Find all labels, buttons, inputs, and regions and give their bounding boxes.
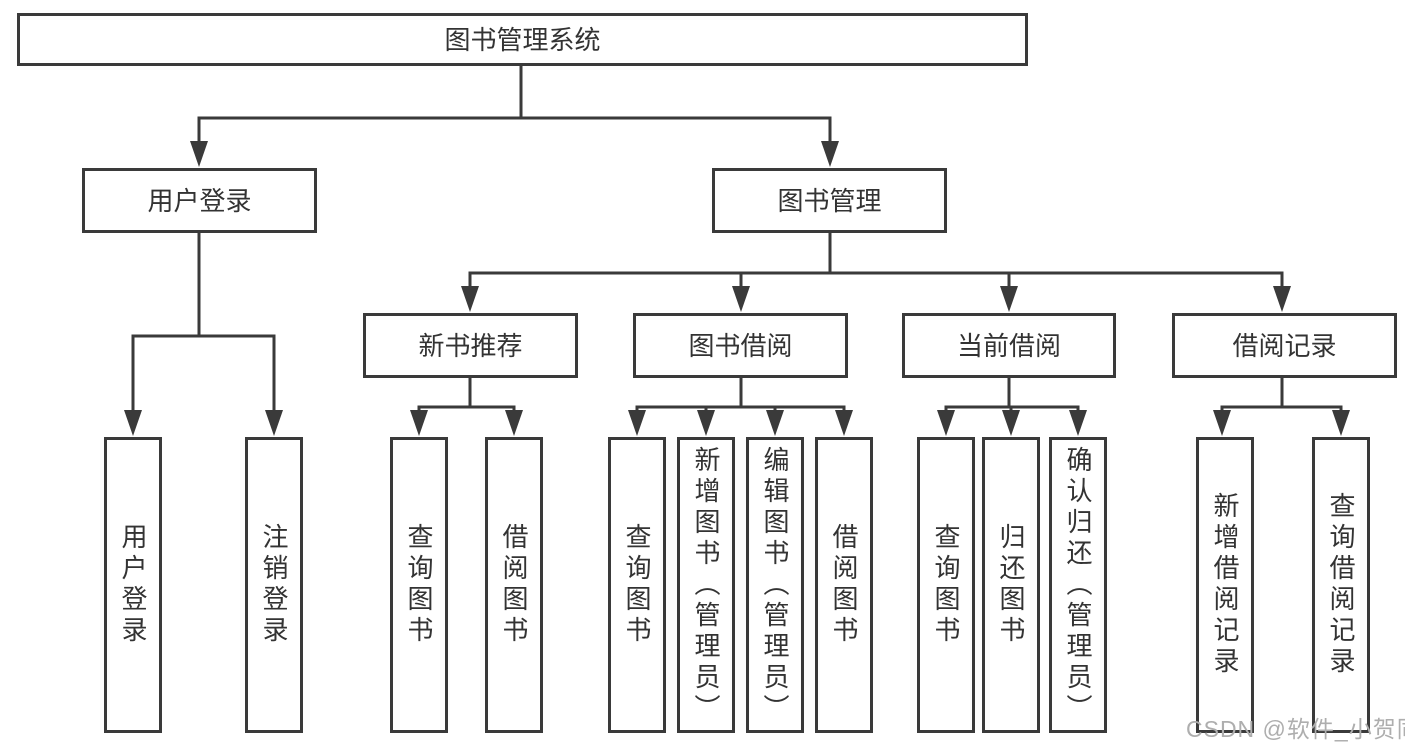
arrowhead-icon	[505, 410, 523, 436]
edge-new-book-rec-to-leaves	[410, 378, 523, 436]
arrowhead-icon	[190, 141, 208, 167]
arrowhead-icon	[265, 410, 283, 436]
arrowhead-icon	[937, 410, 955, 436]
arrowhead-icon	[1000, 286, 1018, 312]
arrowhead-icon	[821, 141, 839, 167]
leaf-label: 编辑图书（管理员）	[760, 445, 790, 725]
leaf-label: 新增借阅记录	[1210, 492, 1240, 678]
node-library-management-system: 图书管理系统	[17, 13, 1028, 66]
node-new-book-recommendation: 新书推荐	[363, 313, 578, 378]
node-leaf-add-book-admin: 新增图书（管理员）	[677, 437, 735, 733]
leaf-label: 新增图书（管理员）	[691, 445, 721, 725]
edge-user-login-to-leaves	[124, 233, 283, 436]
leaf-label: 查询图书	[622, 523, 652, 647]
node-leaf-query-book-current: 查询图书	[917, 437, 975, 733]
node-leaf-confirm-return-admin: 确认归还（管理员）	[1049, 437, 1107, 733]
node-leaf-edit-book-admin: 编辑图书（管理员）	[746, 437, 804, 733]
leaf-label: 注销登录	[259, 523, 289, 647]
watermark: CSDN @软件_小贺同学	[1186, 716, 1405, 742]
leaf-label: 归还图书	[996, 523, 1026, 647]
node-leaf-user-login: 用户登录	[104, 437, 162, 733]
arrowhead-icon	[835, 410, 853, 436]
node-user-login: 用户登录	[82, 168, 317, 233]
arrowhead-icon	[461, 286, 479, 312]
node-leaf-borrow-book-borrow: 借阅图书	[815, 437, 873, 733]
node-current-borrowing: 当前借阅	[902, 313, 1116, 378]
edge-borrow-records-to-leaves	[1213, 378, 1350, 436]
arrowhead-icon	[1332, 410, 1350, 436]
arrowhead-icon	[1069, 410, 1087, 436]
leaf-label: 用户登录	[118, 523, 148, 647]
node-book-management: 图书管理	[712, 168, 947, 233]
arrowhead-icon	[732, 286, 750, 312]
node-leaf-query-book-borrow: 查询图书	[608, 437, 666, 733]
edge-current-borrow-to-leaves	[937, 378, 1087, 436]
arrowhead-icon	[124, 410, 142, 436]
node-leaf-return-book: 归还图书	[982, 437, 1040, 733]
leaf-label: 查询借阅记录	[1326, 492, 1356, 678]
leaf-label: 确认归还（管理员）	[1063, 445, 1093, 725]
leaf-label: 查询图书	[931, 523, 961, 647]
leaf-label: 查询图书	[404, 523, 434, 647]
node-leaf-query-borrow-record: 查询借阅记录	[1312, 437, 1370, 733]
arrowhead-icon	[697, 410, 715, 436]
edge-book-mgmt-to-level3	[461, 233, 1291, 312]
arrowhead-icon	[766, 410, 784, 436]
node-borrowing-records: 借阅记录	[1172, 313, 1397, 378]
node-book-borrowing: 图书借阅	[633, 313, 848, 378]
node-leaf-add-borrow-record: 新增借阅记录	[1196, 437, 1254, 733]
leaf-label: 借阅图书	[499, 523, 529, 647]
arrowhead-icon	[1002, 410, 1020, 436]
edge-root-to-level2	[190, 66, 839, 167]
node-leaf-logout-login: 注销登录	[245, 437, 303, 733]
arrowhead-icon	[410, 410, 428, 436]
arrowhead-icon	[1273, 286, 1291, 312]
arrowhead-icon	[1213, 410, 1231, 436]
arrowhead-icon	[628, 410, 646, 436]
leaf-label: 借阅图书	[829, 523, 859, 647]
node-leaf-borrow-book-rec: 借阅图书	[485, 437, 543, 733]
node-leaf-query-book-rec: 查询图书	[390, 437, 448, 733]
edge-book-borrow-to-leaves	[628, 378, 853, 436]
